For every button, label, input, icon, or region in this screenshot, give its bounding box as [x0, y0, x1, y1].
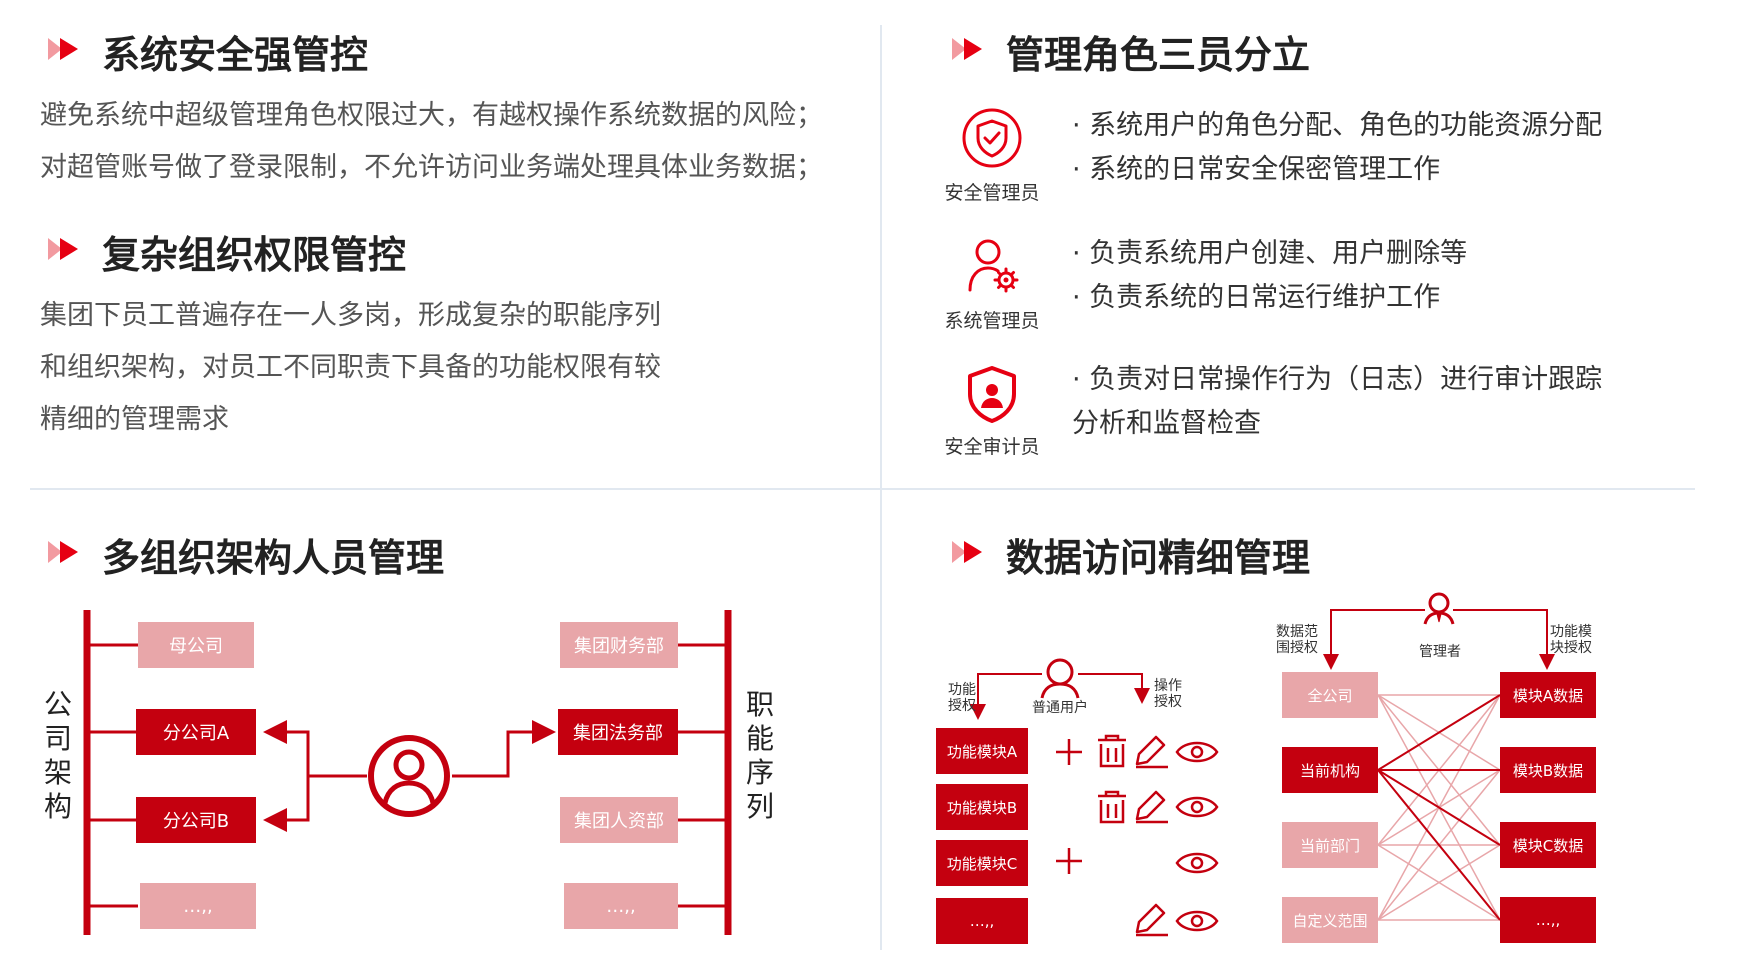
- function-module-box: …,,: [936, 898, 1028, 944]
- role-name: 安全审计员: [944, 436, 1040, 458]
- shield-check-icon: [962, 108, 1022, 168]
- function-module-box: 功能模块A: [936, 728, 1028, 774]
- org-box: …,,: [140, 883, 256, 929]
- normal-user-label: 普通用户: [1032, 700, 1088, 716]
- role-duty: · 负责对日常操作行为（日志）进行审计跟踪: [1072, 364, 1603, 395]
- role-duty: · 系统用户的角色分配、角色的功能资源分配: [1072, 110, 1603, 141]
- module-data-box: …,,: [1500, 897, 1596, 943]
- role-duty: 分析和监督检查: [1072, 408, 1261, 439]
- section-title-security: 系统安全强管控: [102, 33, 369, 77]
- role-name: 安全管理员: [944, 182, 1040, 204]
- axis-char: 构: [43, 790, 72, 823]
- op-auth-label: 操作 授权: [1150, 678, 1186, 710]
- axis-char: 能: [745, 722, 774, 755]
- label-line: 操作: [1154, 678, 1182, 694]
- data-scope-box: 当前机构: [1282, 747, 1378, 793]
- module-data-box: 模块B数据: [1500, 747, 1596, 793]
- security-paragraph-line-1: 避免系统中超级管理角色权限过大，有越权操作系统数据的风险；: [40, 100, 823, 131]
- org-paragraph-line-1: 集团下员工普遍存在一人多岗，形成复杂的职能序列: [40, 300, 661, 331]
- function-box: 集团财务部: [560, 622, 678, 668]
- data-scope-box: 全公司: [1282, 672, 1378, 718]
- manager-label: 管理者: [1419, 644, 1461, 660]
- org-box: 分公司A: [136, 709, 256, 755]
- title-arrow-icon: [48, 541, 78, 563]
- axis-label-function: 职 能 序 列: [742, 688, 778, 824]
- axis-char: 架: [43, 756, 72, 789]
- title-arrow-icon: [48, 238, 78, 260]
- section-title-roles: 管理角色三员分立: [1006, 33, 1311, 77]
- security-paragraph-line-2: 对超管账号做了登录限制，不允许访问业务端处理具体业务数据；: [40, 152, 823, 183]
- vertical-divider: [880, 25, 882, 950]
- function-module-box: 功能模块B: [936, 784, 1028, 830]
- data-scope-box: 自定义范围: [1282, 897, 1378, 943]
- section-title-multi-org: 多组织架构人员管理: [102, 536, 445, 580]
- label-line: 块授权: [1550, 640, 1592, 656]
- axis-label-company: 公 司 架 构: [40, 688, 76, 824]
- data-scope-auth-label: 数据范 围授权: [1272, 624, 1322, 656]
- function-box: …,,: [564, 883, 678, 929]
- horizontal-divider: [30, 488, 1695, 490]
- function-box: 集团法务部: [558, 709, 678, 755]
- data-scope-box: 当前部门: [1282, 822, 1378, 868]
- module-data-box: 模块A数据: [1500, 672, 1596, 718]
- org-diagram-connectors: [83, 610, 732, 935]
- user-permission-diagram: [970, 658, 1219, 937]
- module-data-box: 模块C数据: [1500, 822, 1596, 868]
- title-arrow-icon: [952, 38, 982, 60]
- label-line: 围授权: [1276, 640, 1318, 656]
- axis-char: 司: [43, 722, 72, 755]
- role-name: 系统管理员: [944, 310, 1040, 332]
- org-paragraph-line-2: 和组织架构，对员工不同职责下具备的功能权限有较: [40, 352, 661, 383]
- label-line: 授权: [948, 698, 976, 714]
- func-auth-label: 功能 授权: [944, 682, 980, 714]
- user-gear-icon: [968, 239, 1019, 293]
- role-duty: · 负责系统的日常运行维护工作: [1072, 282, 1441, 313]
- role-duty: · 负责系统用户创建、用户删除等: [1072, 238, 1468, 269]
- function-module-box: 功能模块C: [936, 840, 1028, 886]
- manager-data-scope-diagram: [1323, 592, 1555, 921]
- title-arrow-icon: [952, 541, 982, 563]
- func-module-auth-label: 功能模 块授权: [1546, 624, 1596, 656]
- axis-char: 序: [745, 756, 774, 789]
- label-line: 功能: [948, 682, 976, 698]
- axis-char: 公: [43, 688, 72, 721]
- title-arrow-icon: [48, 38, 78, 60]
- section-title-org-permission: 复杂组织权限管控: [102, 233, 407, 277]
- org-box: 母公司: [138, 622, 254, 668]
- label-line: 功能模: [1550, 624, 1592, 640]
- shield-user-icon: [968, 366, 1016, 423]
- org-box: 分公司B: [136, 797, 256, 843]
- function-box: 集团人资部: [560, 797, 678, 843]
- axis-char: 列: [745, 790, 774, 823]
- section-title-data-access: 数据访问精细管理: [1006, 536, 1311, 580]
- org-paragraph-line-3: 精细的管理需求: [40, 404, 229, 435]
- label-line: 数据范: [1276, 624, 1318, 640]
- axis-char: 职: [745, 688, 774, 721]
- role-duty: · 系统的日常安全保密管理工作: [1072, 154, 1441, 185]
- label-line: 授权: [1154, 694, 1182, 710]
